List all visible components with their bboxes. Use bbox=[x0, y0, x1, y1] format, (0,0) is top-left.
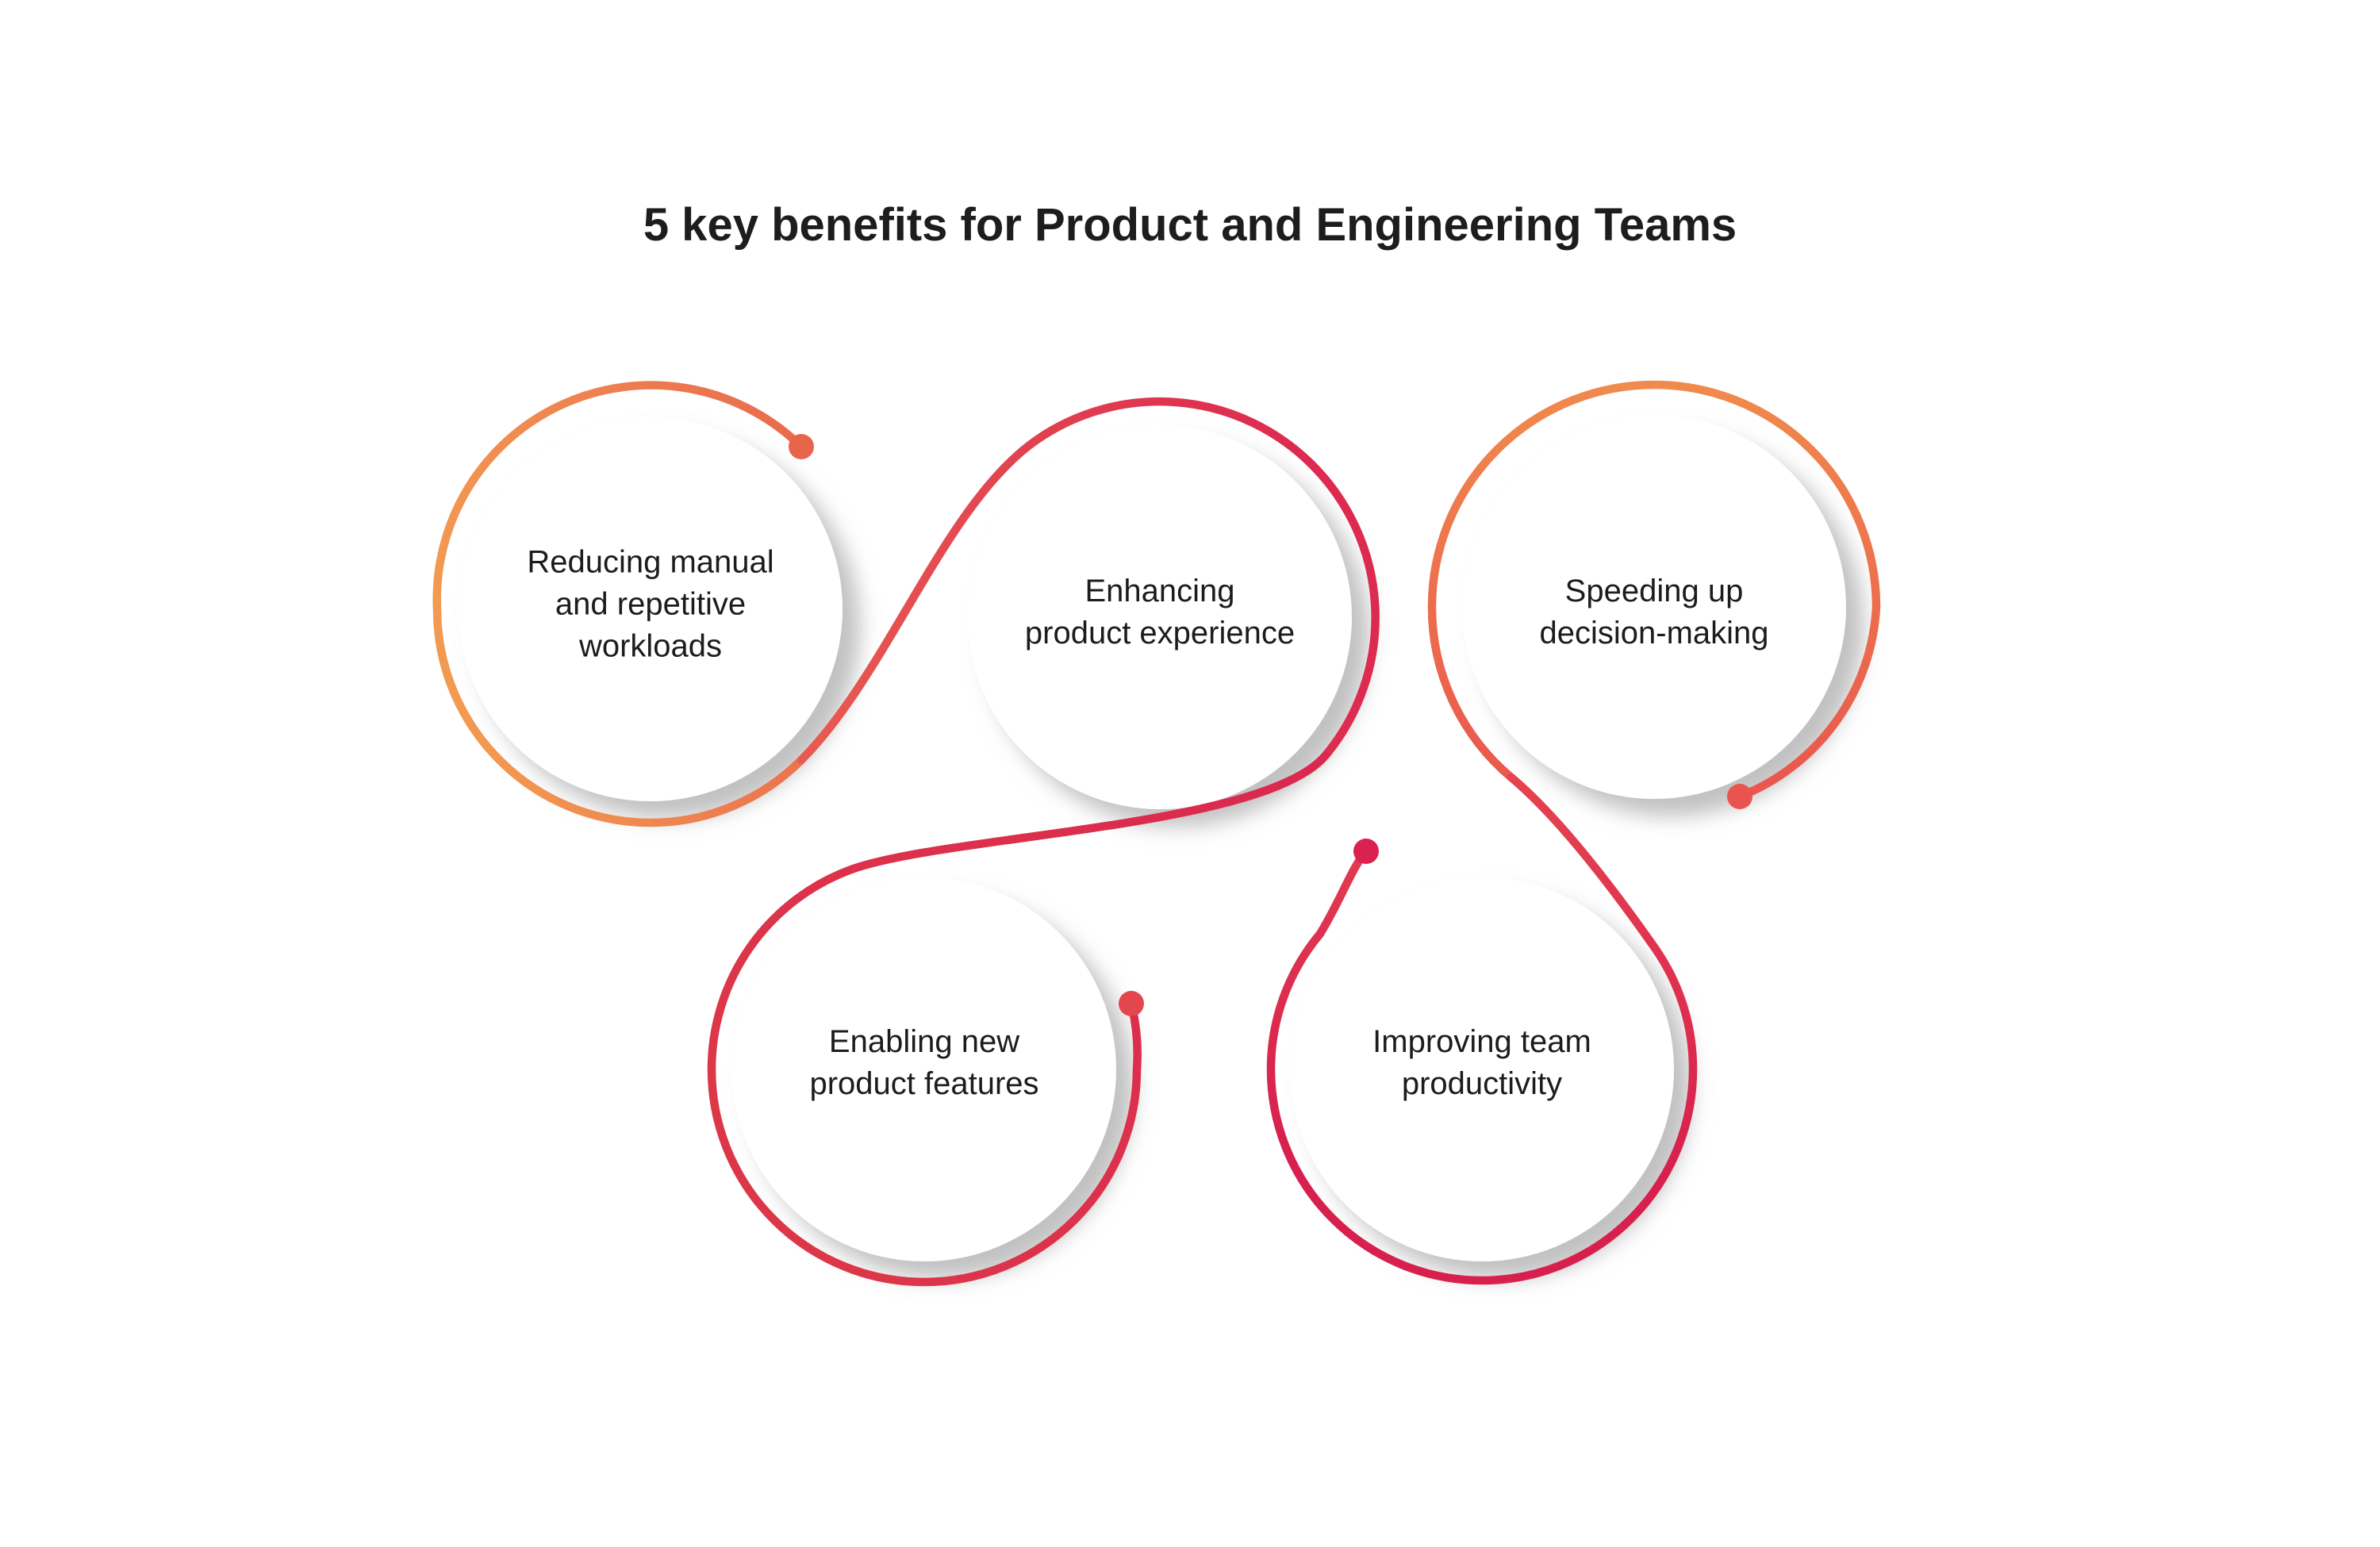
ribbon-ring-circle3 bbox=[1427, 380, 1881, 801]
benefit-label-enhancing-product: Enhancing product experience bbox=[1024, 574, 1296, 651]
ribbon-connector-2-4-and-ring-circle4 bbox=[707, 750, 1330, 1287]
benefit-label-speeding-up: Speeding up decision-making bbox=[1539, 574, 1769, 651]
benefit-label-enabling-features: Enabling new product features bbox=[809, 1024, 1039, 1101]
benefit-circle-speeding-up bbox=[1462, 415, 1846, 799]
ribbon-connector-1-2-and-ring-circle2 bbox=[797, 397, 1380, 765]
benefit-circle-reducing-manual bbox=[459, 417, 843, 801]
benefit-circle-enhancing-product bbox=[968, 425, 1352, 809]
benefit-circle-improving-team bbox=[1290, 877, 1674, 1261]
ribbon-ring-circle1 bbox=[432, 381, 806, 827]
ribbon-endpoint-dot-circle3 bbox=[1727, 784, 1752, 809]
ribbon-connector-3-5-and-ring-circle5 bbox=[1266, 773, 1698, 1285]
ribbon-endpoint-dot-circle1 bbox=[789, 434, 814, 459]
ribbon-endpoint-dot-circle5 bbox=[1353, 839, 1379, 864]
benefit-circle-enabling-features bbox=[732, 877, 1116, 1261]
page-title: 5 key benefits for Product and Engineeri… bbox=[643, 199, 1737, 251]
benefit-label-improving-team: Improving team productivity bbox=[1372, 1024, 1591, 1101]
benefit-label-reducing-manual: Reducing manual and repetitive workloads bbox=[527, 544, 774, 664]
ribbon-endpoint-dot-circle4 bbox=[1119, 991, 1144, 1016]
